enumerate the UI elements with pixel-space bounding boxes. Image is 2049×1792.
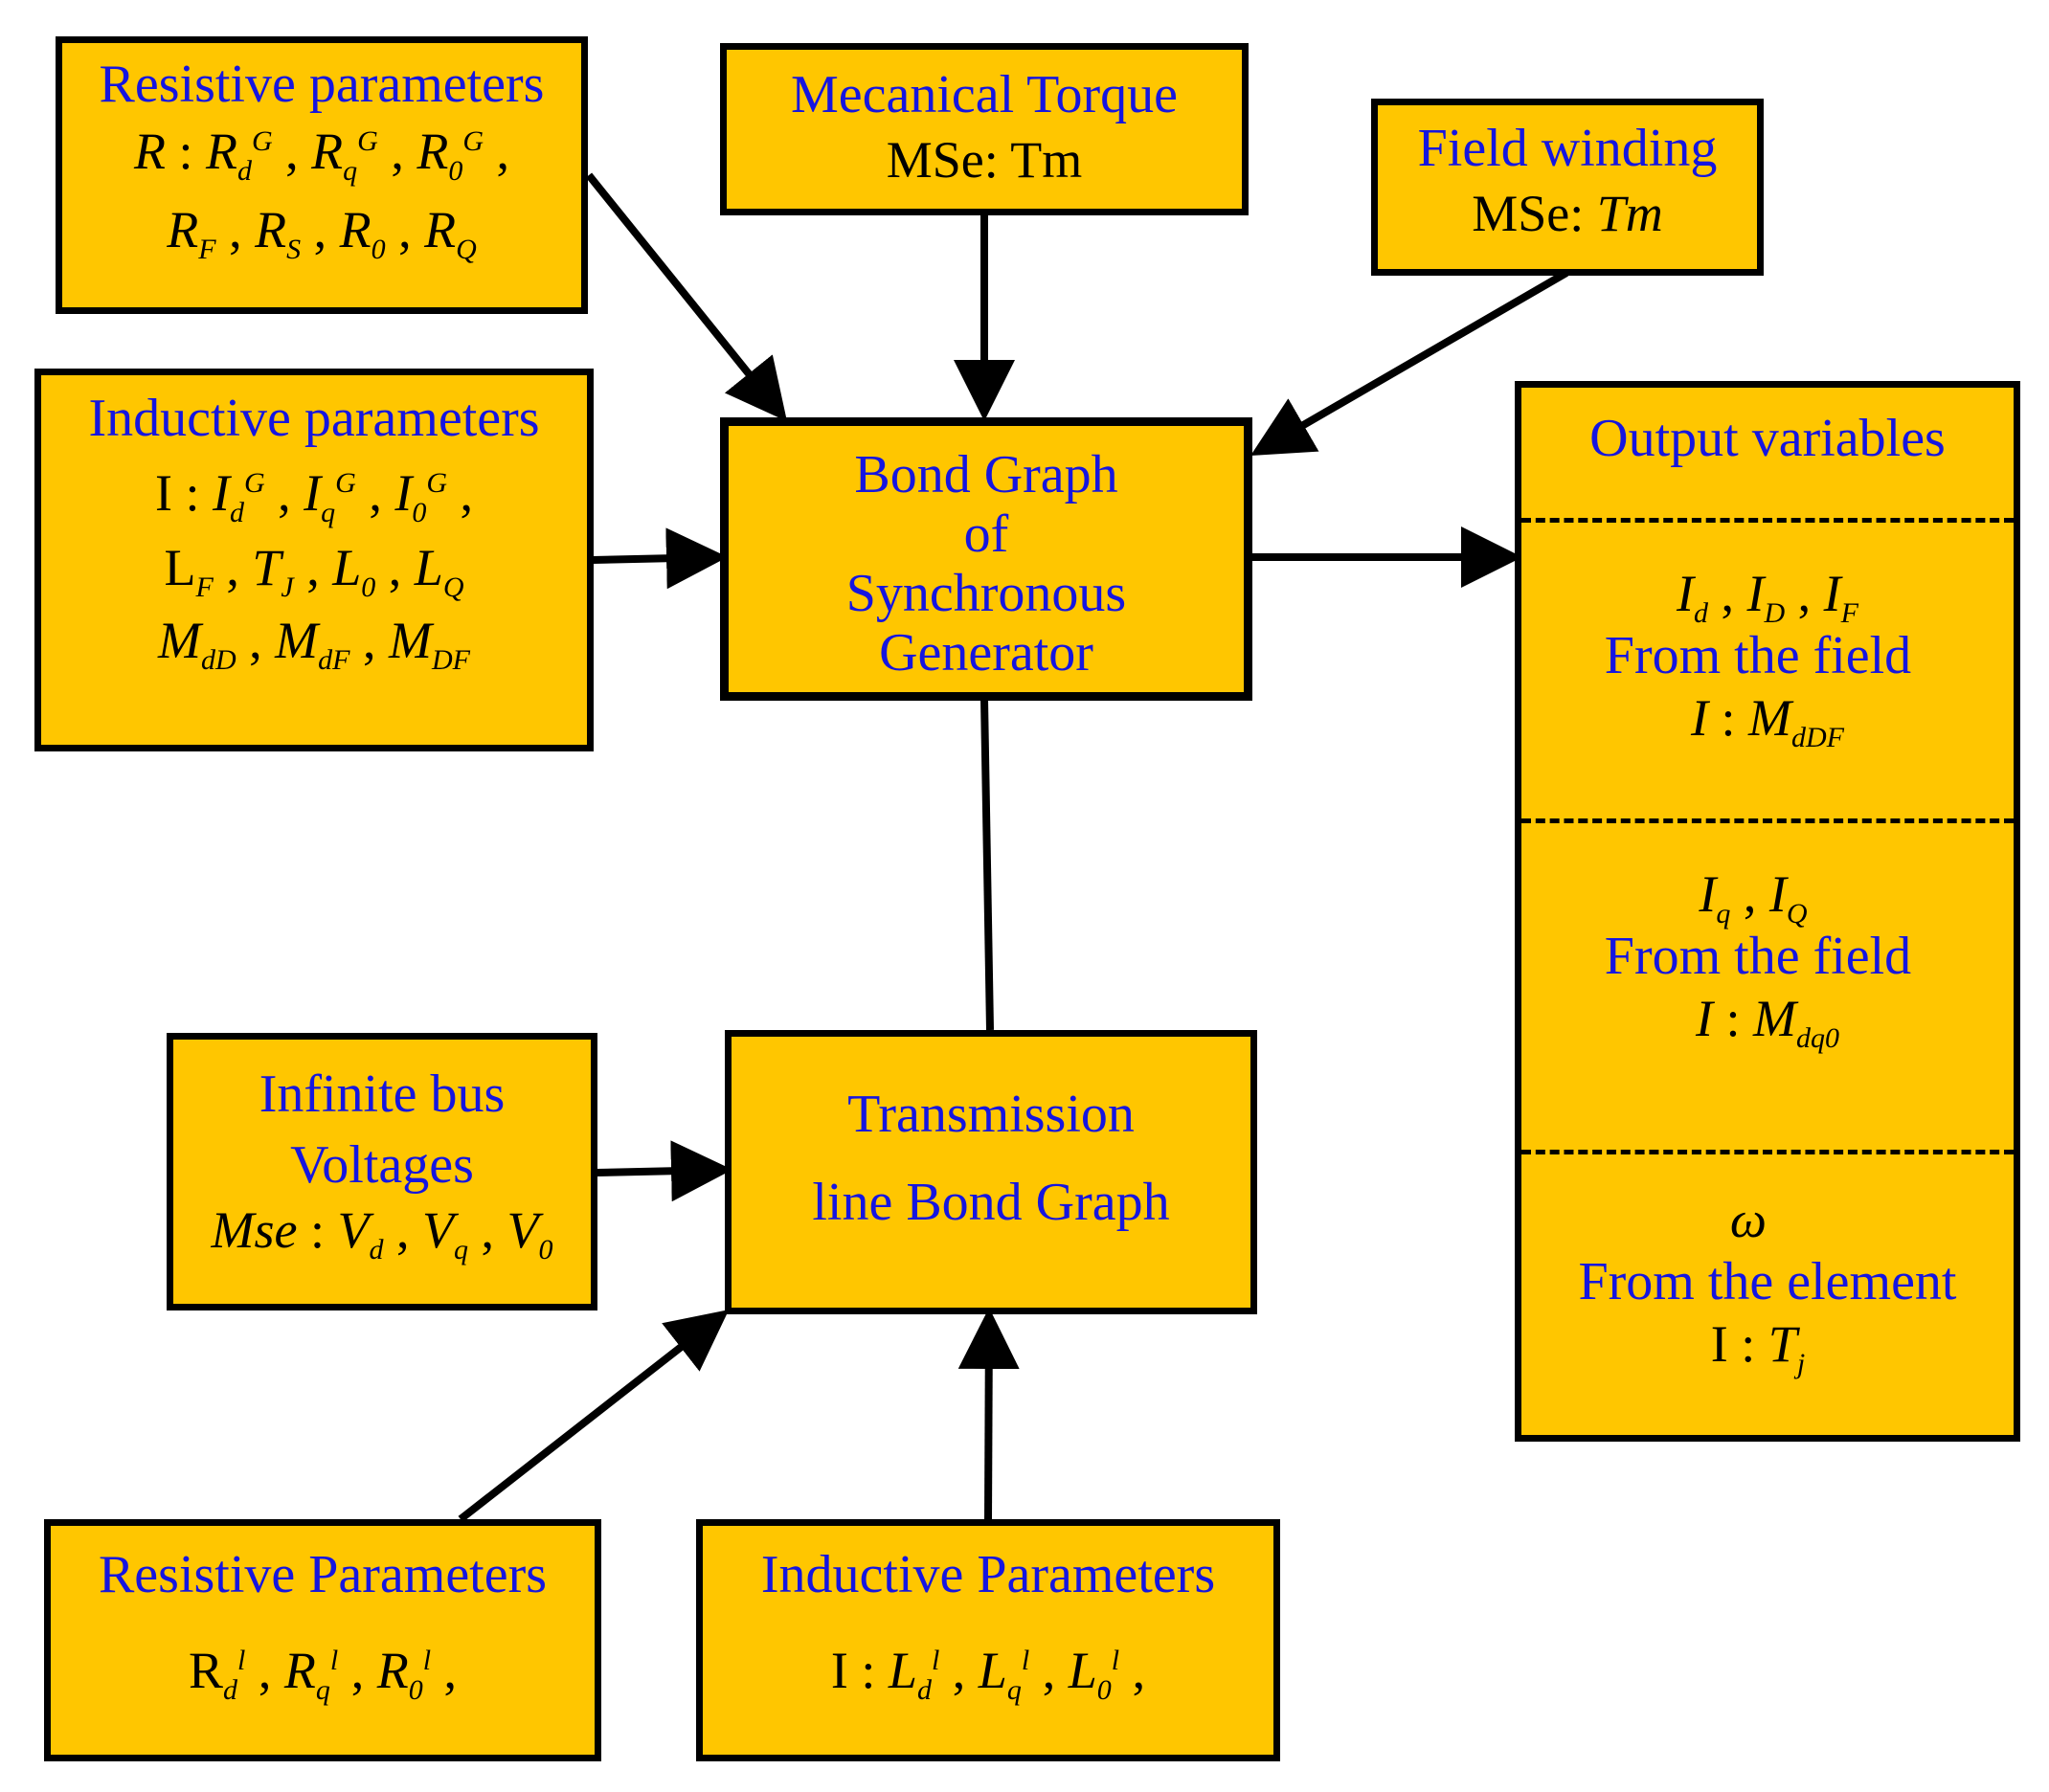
arrow-inductive-line-to-transmission bbox=[957, 1308, 1020, 1520]
bond-graph-generator-box: Bond Graph of Synchronous Generator bbox=[720, 417, 1252, 701]
line-inductive-parameters-box: Inductive Parameters I : Ldl , Lql , L0l… bbox=[696, 1519, 1280, 1761]
infinite-bus-line2: Voltages bbox=[290, 1135, 474, 1195]
arrow-resistive-line-to-transmission bbox=[458, 1310, 730, 1523]
arrow-inductive-to-generator bbox=[592, 527, 728, 590]
output-section-2: Iq , IQ From the field I : Mdq0 bbox=[1521, 862, 2014, 1054]
output-divider-2 bbox=[1521, 818, 2014, 823]
line-inductive-parameters-values: I : Ldl , Lql , L0l , bbox=[830, 1642, 1146, 1706]
resistive-parameters-line2: RF , RS , R0 , RQ bbox=[167, 201, 477, 265]
output-section-3-text: From the element bbox=[1578, 1252, 1957, 1311]
mechanical-torque-title: Mecanical Torque bbox=[791, 65, 1178, 124]
output-section-1-elem: I : MdDF bbox=[1691, 689, 1844, 753]
field-winding-title: Field winding bbox=[1417, 119, 1718, 178]
arrow-resistive-to-generator bbox=[585, 172, 788, 422]
infinite-bus-line3: Mse : Vd , Vq , V0 bbox=[211, 1201, 553, 1266]
bond-graph-line1: Bond Graph bbox=[854, 445, 1118, 504]
mechanical-torque-value: MSe: Tm bbox=[886, 131, 1083, 189]
resistive-parameters-line1: R : RdG , RqG , R0G , bbox=[133, 123, 510, 187]
inductive-parameters-line1: I : IdG , IqG , I0G , bbox=[155, 464, 473, 528]
output-divider-3 bbox=[1521, 1150, 2014, 1154]
bond-graph-line4: Generator bbox=[879, 623, 1093, 683]
bond-graph-line2: of bbox=[963, 504, 1009, 564]
line-resistive-parameters-values: Rdl , Rql , R0l , bbox=[188, 1642, 458, 1706]
output-section-3: ω From the element I : Tj bbox=[1521, 1188, 2014, 1378]
output-section-2-text: From the field bbox=[1604, 927, 1912, 986]
output-variables-box: Output variables Id , ID , IF From the f… bbox=[1515, 381, 2020, 1442]
output-section-2-vars: Iq , IQ bbox=[1699, 865, 1808, 930]
transmission-line1: Transmission bbox=[847, 1085, 1135, 1144]
output-section-1-text: From the field bbox=[1604, 626, 1912, 685]
resistive-parameters-box: Resistive parameters R : RdG , RqG , R0G… bbox=[56, 36, 588, 314]
line-inductive-parameters-title: Inductive Parameters bbox=[760, 1545, 1216, 1604]
field-winding-box: Field winding MSe: Tm bbox=[1371, 99, 1764, 276]
mechanical-torque-box: Mecanical Torque MSe: Tm bbox=[720, 43, 1249, 215]
arrow-field-to-generator bbox=[1250, 269, 1569, 457]
transmission-line2: line Bond Graph bbox=[812, 1173, 1170, 1232]
inductive-parameters-title: Inductive parameters bbox=[88, 389, 540, 448]
infinite-bus-line1: Infinite bus bbox=[259, 1064, 506, 1124]
bond-generator-to-transmission bbox=[980, 698, 994, 1031]
field-winding-value: MSe: Tm bbox=[1472, 185, 1663, 242]
line-resistive-parameters-box: Resistive Parameters Rdl , Rql , R0l , bbox=[44, 1519, 601, 1761]
line-resistive-parameters-title: Resistive Parameters bbox=[98, 1545, 548, 1604]
inductive-parameters-line3: MdD , MdF , MDF bbox=[158, 612, 470, 676]
inductive-parameters-box: Inductive parameters I : IdG , IqG , I0G… bbox=[34, 369, 594, 751]
transmission-line-box: Transmission line Bond Graph bbox=[725, 1030, 1257, 1314]
output-section-1: Id , ID , IF From the field I : MdDF bbox=[1521, 562, 2014, 753]
output-section-3-vars: ω bbox=[1729, 1191, 1768, 1248]
bond-graph-line3: Synchronous bbox=[845, 564, 1127, 623]
resistive-parameters-title: Resistive parameters bbox=[99, 55, 545, 114]
arrow-bus-to-transmission bbox=[596, 1140, 732, 1202]
output-section-2-elem: I : Mdq0 bbox=[1696, 990, 1839, 1054]
output-section-3-elem: I : Tj bbox=[1710, 1315, 1806, 1379]
output-variables-title: Output variables bbox=[1589, 409, 1946, 468]
output-section-1-vars: Id , ID , IF bbox=[1677, 565, 1858, 629]
infinite-bus-box: Infinite bus Voltages Mse : Vd , Vq , V0 bbox=[167, 1033, 597, 1310]
output-divider-1 bbox=[1521, 518, 2014, 523]
inductive-parameters-line2: LF , TJ , L0 , LQ bbox=[164, 539, 464, 603]
